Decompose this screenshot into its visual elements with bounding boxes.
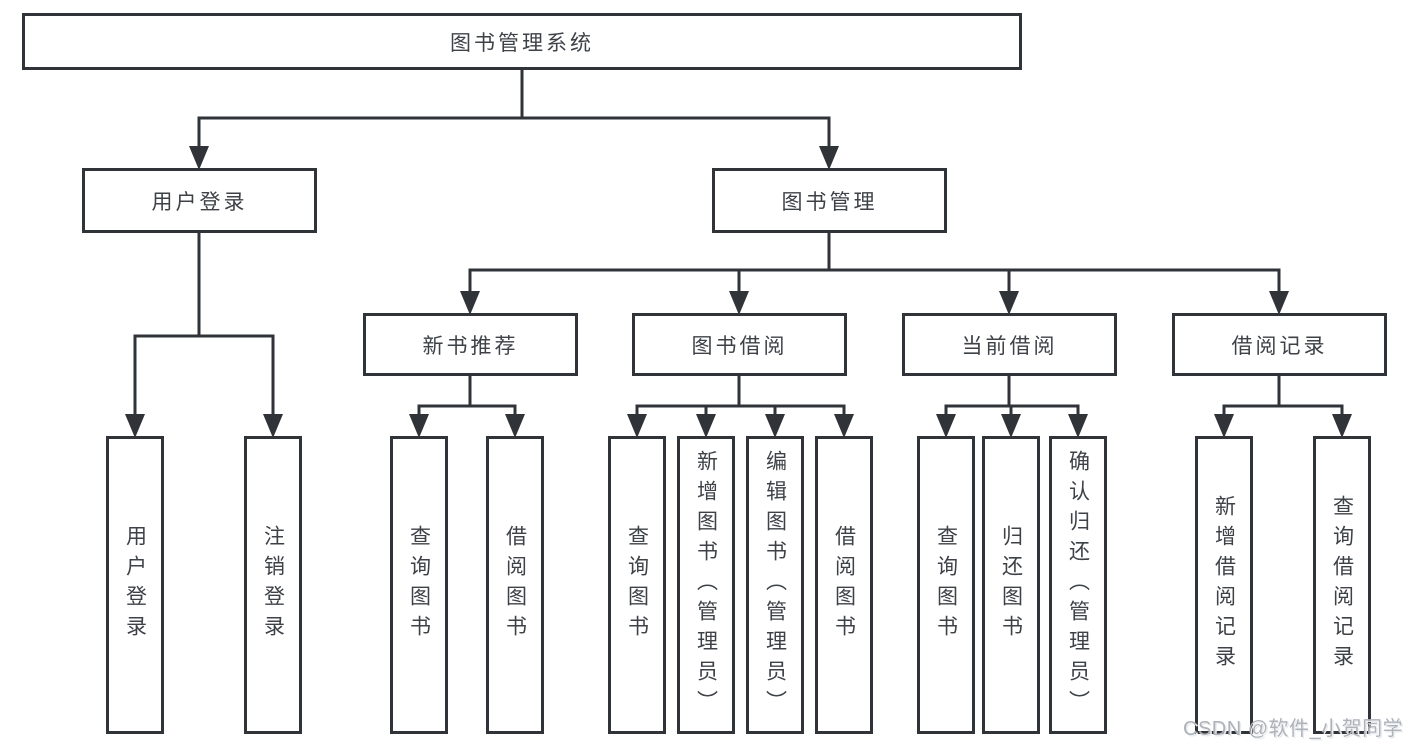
arrowheads [125,146,1352,438]
node-label: 新书推荐 [422,334,519,358]
leaf-label: 归还图书 [999,525,1023,645]
leaf-query-books: 查询图书 [917,436,975,734]
connector-newbook-to-leaves [417,373,517,420]
connector-current-to-leaves [944,373,1080,420]
leaf-label: 借阅图书 [832,525,856,645]
node-book-borrowing: 图书借阅 [632,313,847,376]
node-library-management-system: 图书管理系统 [22,13,1022,70]
leaf-label: 确认归还（管理员） [1066,450,1090,720]
leaf-label: 新增借阅记录 [1212,495,1236,675]
leaf-query-borrow-record: 查询借阅记录 [1313,436,1371,734]
node-label: 图书管理 [781,190,878,214]
leaf-label: 新增图书（管理员） [694,450,718,720]
node-user-login: 用户登录 [82,168,317,233]
node-label: 当前借阅 [961,334,1058,358]
node-label: 图书管理系统 [450,31,594,55]
csdn-watermark: CSDN @软件_小贺同学 [1183,718,1404,740]
node-current-borrowing: 当前借阅 [902,313,1117,376]
node-borrowing-records: 借阅记录 [1172,313,1387,376]
connector-records-to-leaves [1222,373,1344,420]
connector-bookmgmt-to-level3 [468,229,1281,297]
connector-root-to-level2 [197,66,831,152]
node-label: 借阅记录 [1231,334,1328,358]
leaf-add-borrow-record: 新增借阅记录 [1195,436,1253,734]
node-label: 用户登录 [151,190,248,214]
leaf-borrow-books: 借阅图书 [486,436,544,734]
leaf-edit-books-admin: 编辑图书（管理员） [746,436,804,734]
leaf-logout: 注销登录 [244,436,302,734]
leaf-label: 借阅图书 [503,525,527,645]
leaf-query-books: 查询图书 [390,436,448,734]
leaf-label: 用户登录 [123,525,147,645]
leaf-label: 查询图书 [625,525,649,645]
leaf-borrow-books: 借阅图书 [815,436,873,734]
leaf-return-books: 归还图书 [982,436,1040,734]
node-book-management: 图书管理 [712,168,947,233]
leaf-label: 编辑图书（管理员） [763,450,787,720]
leaf-label: 查询借阅记录 [1330,495,1354,675]
leaf-add-books-admin: 新增图书（管理员） [677,436,735,734]
connector-userlogin-to-leaves [133,229,275,420]
leaf-query-books: 查询图书 [608,436,666,734]
leaf-label: 查询图书 [407,525,431,645]
leaf-confirm-return-admin: 确认归还（管理员） [1049,436,1107,734]
node-label: 图书借阅 [691,334,788,358]
leaf-user-login: 用户登录 [106,436,164,734]
connector-borrow-to-leaves [635,373,846,420]
node-new-book-recommend: 新书推荐 [363,313,578,376]
leaf-label: 查询图书 [934,525,958,645]
leaf-label: 注销登录 [261,525,285,645]
